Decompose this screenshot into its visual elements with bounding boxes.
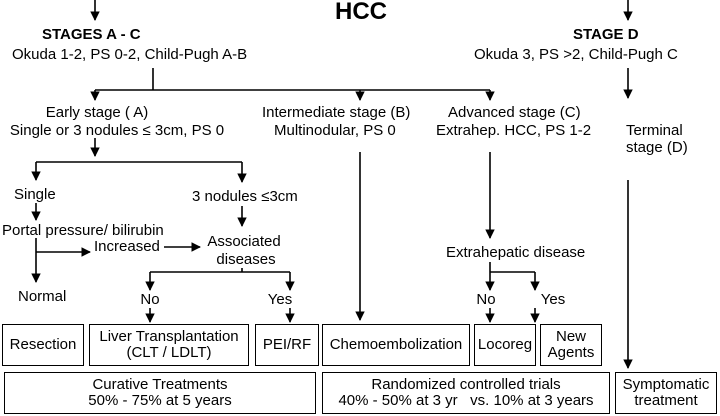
assoc-no-label: No — [140, 291, 160, 308]
connector-associated-split — [150, 268, 290, 273]
intermediate-stage-label: Intermediate stage (B) — [262, 104, 411, 121]
chemoembolization-box: Chemoembolization — [322, 324, 470, 366]
stage-d-heading: STAGE D — [573, 26, 639, 43]
portal-pressure-node: Portal pressure/ bilirubin — [2, 222, 164, 239]
early-stage-criteria: Single or 3 nodules ≤ 3cm, PS 0 — [9, 122, 225, 139]
connector-extrahepatic-split — [489, 262, 535, 273]
diagram-title: HCC — [335, 0, 387, 25]
resection-label: Resection — [9, 336, 77, 353]
symptomatic-treatment-box: Symptomatic treatment — [615, 372, 717, 414]
stages-ac-criteria: Okuda 1-2, PS 0-2, Child-Pugh A-B — [12, 46, 248, 63]
new-agents-box: New Agents — [540, 324, 602, 366]
locoreg-label: Locoreg — [477, 336, 533, 353]
advanced-stage-criteria: Extrahep. HCC, PS 1-2 — [436, 122, 592, 139]
new-agents-label: New — [555, 328, 586, 345]
terminal-stage-label: Terminal — [626, 122, 683, 139]
locoreg-box: Locoreg — [474, 324, 536, 366]
stage-d-criteria: Okuda 3, PS >2, Child-Pugh C — [474, 46, 678, 63]
curative-treatments-box: Curative Treatments 50% - 75% at 5 years — [4, 372, 316, 414]
extra-yes-label: Yes — [540, 291, 566, 308]
randomized-trials-label: Randomized controlled trials — [371, 376, 561, 393]
curative-treatments-survival: 50% - 75% at 5 years — [88, 392, 232, 409]
liver-transplantation-label: Liver Transplantation — [99, 328, 239, 345]
liver-transplantation-sublabel: (CLT / LDLT) — [126, 344, 212, 361]
assoc-yes-label: Yes — [267, 291, 293, 308]
three-nodules-node: 3 nodules ≤3cm — [192, 188, 298, 205]
randomized-trials-survival: 40% - 50% at 3 yr vs. 10% at 3 years — [338, 392, 594, 409]
curative-treatments-label: Curative Treatments — [92, 376, 228, 393]
chemoembolization-label: Chemoembolization — [329, 336, 463, 353]
resection-box: Resection — [2, 324, 84, 366]
randomized-trials-box: Randomized controlled trials 40% - 50% a… — [322, 372, 610, 414]
connector-stages-ac-split — [95, 68, 490, 91]
terminal-stage-sublabel: stage (D) — [626, 139, 688, 156]
associated-diseases-node-line2: diseases — [216, 251, 276, 268]
pei-rf-label: PEI/RF — [262, 336, 312, 353]
pei-rf-box: PEI/RF — [255, 324, 319, 366]
extrahepatic-disease-node: Extrahepatic disease — [446, 244, 586, 261]
symptomatic-treatment-label: Symptomatic — [622, 376, 710, 393]
symptomatic-treatment-sublabel: treatment — [634, 392, 698, 409]
normal-node: Normal — [18, 288, 67, 305]
increased-label: Increased — [94, 238, 160, 255]
early-stage-label: Early stage ( A) — [45, 104, 149, 121]
single-node: Single — [14, 186, 56, 203]
advanced-stage-label: Advanced stage (C) — [448, 104, 581, 121]
associated-diseases-node: Associated — [207, 233, 281, 250]
extra-no-label: No — [476, 291, 496, 308]
intermediate-stage-criteria: Multinodular, PS 0 — [274, 122, 396, 139]
new-agents-sublabel: Agents — [547, 344, 595, 361]
liver-transplantation-box: Liver Transplantation (CLT / LDLT) — [89, 324, 249, 366]
stages-ac-heading: STAGES A - C — [42, 26, 141, 43]
